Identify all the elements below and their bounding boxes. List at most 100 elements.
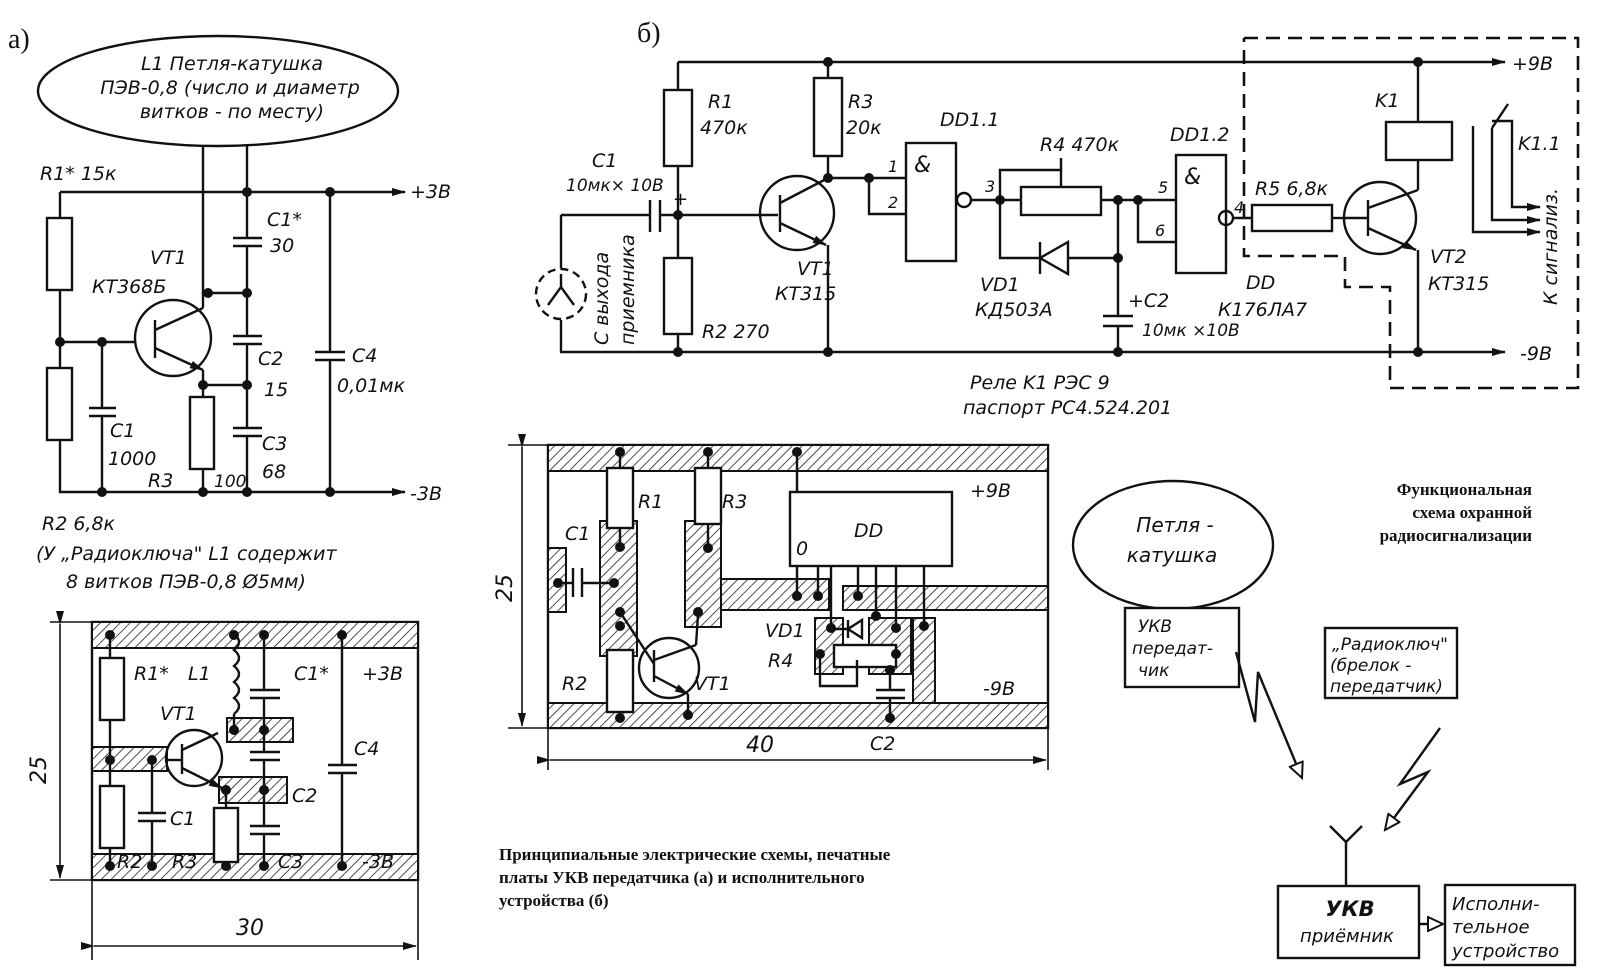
pcb-b-pin0-label: 0 [796,538,808,560]
r1-b-value: 470к [700,117,748,139]
pcb-a-width-dim: 30 [236,916,264,941]
pcb-a-minus-rail [91,853,419,881]
r3-label: R3 [148,470,173,492]
pcb-a-plus-rail [91,621,419,649]
radio-link-radiokey [1385,727,1441,830]
r5-label: R5 6,8к [1255,178,1329,200]
functional-title: Функциональная схема охранной радиосигна… [1340,478,1532,547]
radiokey-label-2: (брелок - [1330,656,1411,676]
to-signal-label: К сигнализ. [1540,188,1562,305]
pcb-b-plus-label: +9В [970,480,1011,502]
balloon-line-1: L1 Петля-катушка [141,53,323,75]
pcb-a-minus-label: -3В [362,851,394,873]
actuator-label-2: тельное [1452,917,1530,938]
transmitter-block [1123,606,1241,689]
pcb-b-c1-label: C1 [565,523,590,545]
c1-label: C1 [110,420,135,442]
resistor-r5 [1250,203,1334,233]
k1-label: K1 [1375,90,1400,112]
r2-label: R2 6,8к [42,513,116,535]
c4-value: 0,01мк [337,375,406,397]
c2-b-value: 10мк ×10В [1142,321,1240,341]
svg-text:+: + [673,189,688,210]
r1-label: R1* 15к [40,163,117,185]
c4-label: C4 [352,345,377,367]
c1star-value: 30 [270,235,294,257]
dd11-and: & [914,153,931,178]
functional-title-line-2: схема охранной [1412,503,1532,522]
resistor-r4 [1019,185,1103,217]
minus-3v-label: -3В [410,483,442,505]
pcb-b-r4-label: R4 [768,650,793,672]
dd12-and: & [1184,165,1201,190]
resistor-r1-b [662,88,694,168]
pcb-a-vt1-label: VT1 [160,703,197,725]
pcb-b-c2-label: C2 [870,733,895,755]
actuator-label-1: Исполни- [1452,894,1540,915]
c1star-label: C1* [267,209,302,231]
pcb-b-vt1-label: VT1 [694,673,731,695]
dd-label: DD [1246,272,1275,294]
vt1-label: VT1 [150,247,187,269]
r1-b-label: R1 [708,91,733,113]
note-line-1: (У „Радиоключа" L1 содержит [36,543,337,565]
input-label-1: С выхода [591,252,613,345]
pcb-a-r1-label: R1* [134,663,169,685]
minus-9v-label: -9В [1520,343,1552,365]
pcb-b-width-dim: 40 [746,733,774,758]
transmitter-label-1: УКВ [1138,617,1172,637]
resistor-r2-b [662,256,694,336]
pcb-a-r2-label: R2 [117,851,142,873]
relay-note-1: Реле K1 РЭС 9 [970,372,1110,394]
c2-b-label: +C2 [1128,290,1169,312]
figure-a-label: а) [8,24,30,55]
vd1-type: КД503А [975,299,1053,321]
pcb-b-r3-label: R3 [722,491,747,513]
vt2-type: КТ315 [1428,273,1489,295]
pcb-b-r2-label: R2 [562,673,587,695]
input-connector [534,267,588,321]
vt1-type: КТ368Б [92,276,166,298]
pcb-b-vd1-label: VD1 [765,620,805,642]
functional-title-line-1: Функциональная [1396,480,1532,499]
c2-label: C2 [258,348,283,370]
main-caption-line-2: платы УКВ передатчика (а) и исполнительн… [499,868,865,887]
r4-label: R4 470к [1040,134,1120,156]
c1-b-label: C1 [592,150,617,172]
c1-value: 1000 [108,448,156,470]
pcb-a-l1-label: L1 [188,663,211,685]
pcb-b-dd-label: DD [854,520,883,542]
transmitter-label-2: передат- [1132,639,1213,659]
radiokey-block [1323,626,1459,700]
functional-title-line-3: радиосигнализации [1379,526,1532,545]
r3-value: 100 [214,472,246,492]
c1-b-value: 10мк× 10В [566,176,664,196]
c2-value: 15 [264,379,288,401]
radiokey-label-1: „Радиоключ" [1332,635,1448,655]
dd12-label: DD1.2 [1170,124,1229,146]
main-caption-line-1: Принципиальные электрические схемы, печа… [499,845,891,864]
loop-label-2: катушка [1127,543,1217,567]
receiver-block [1276,884,1421,960]
k11-label: K1.1 [1518,133,1561,155]
pcb-b-minus-label: -9В [983,678,1015,700]
pin-5: 5 [1158,178,1168,197]
figure-a-schematic: а) L1 Петля-катушка ПЭВ-0,8 (число и диа… [8,24,451,593]
resistor-r3-b [812,76,844,158]
pcb-a-c1star-label: C1* [294,663,329,685]
r2-b-label: R2 270 [702,321,770,343]
coil-loop-balloon [36,34,400,148]
balloon-line-2: ПЭВ-0,8 (число и диаметр [100,77,360,99]
resistor-r2 [45,366,74,442]
receiver-label-2: приёмник [1300,926,1394,947]
pcb-a-c1-label: C1 [170,808,195,830]
receiver-label-1: УКВ [1325,897,1374,921]
dd11-label: DD1.1 [940,109,999,131]
vt2-label: VT2 [1430,246,1467,268]
pcb-b-dd-chip [788,490,954,568]
resistor-r3 [188,395,216,471]
vt1-b-type: КТ315 [775,283,836,305]
c3-label: C3 [262,433,287,455]
figure-b-pcb: R1 R3 +9В C1 DD 0 VD1 R4 R2 VT1 -9В C2 2… [493,434,1050,770]
